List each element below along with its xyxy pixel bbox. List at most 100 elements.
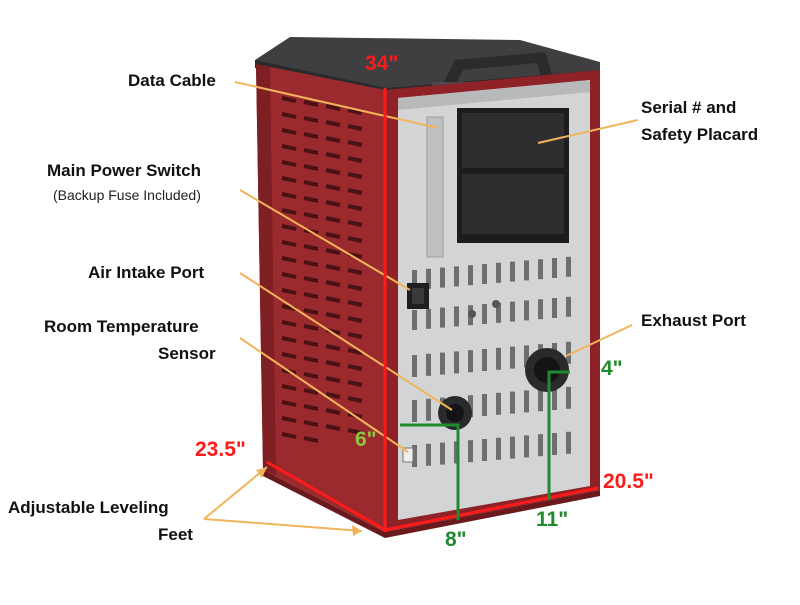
back-vent-slot (496, 347, 501, 370)
back-vent-slot (496, 302, 501, 323)
side-vent-slot (325, 152, 341, 159)
side-vent-slot (325, 120, 341, 127)
side-vent-slot (347, 204, 363, 211)
side-vent-slot (347, 300, 363, 307)
side-vent-slot (303, 420, 319, 427)
back-vent-slot (412, 355, 417, 377)
side-vent-slot (347, 172, 363, 179)
back-vent-slot (412, 270, 417, 290)
air-intake-leader (239, 272, 453, 411)
green-dimension-lines (400, 370, 570, 520)
dimension-intake-height: 8" (445, 528, 467, 551)
back-vent-slot (482, 439, 487, 461)
label-serial: Serial # and (641, 98, 737, 117)
back-vent-slot (510, 391, 515, 414)
back-vent-slot (538, 259, 543, 280)
dimension-intake-diameter: 6" (355, 428, 377, 451)
data-cable-leader (234, 81, 439, 129)
label-safety-placard: Safety Placard (641, 125, 759, 144)
side-vent-slot (303, 308, 319, 315)
exhaust-dimension (547, 370, 570, 500)
side-vent-slot (303, 116, 319, 123)
back-vent-slot (440, 307, 445, 328)
back-vent-slot (524, 260, 529, 281)
side-vent-slot (281, 432, 297, 439)
back-vent-slot (426, 353, 431, 376)
side-vent-slot (347, 236, 363, 243)
back-vent-slot (412, 310, 417, 330)
side-vent-slot (347, 108, 363, 115)
panel-hole (468, 310, 476, 318)
side-vent-slot (281, 352, 297, 359)
dimension-width: 20.5" (603, 470, 654, 493)
back-vent-slot (566, 296, 571, 317)
back-vent-slot (496, 262, 501, 283)
side-vent-slot (303, 276, 319, 283)
side-vent-slot (281, 96, 297, 103)
side-vent-slot (281, 128, 297, 135)
back-vent-slot (524, 345, 529, 368)
back-vent-slot (552, 298, 557, 318)
back-panel-top (398, 80, 590, 110)
back-vent-slot (510, 346, 515, 369)
side-vent-slot (347, 428, 363, 435)
back-vent-slot (524, 300, 529, 321)
side-vent-slot (303, 292, 319, 299)
stove-base (263, 470, 600, 538)
leveling-leader-1 (203, 466, 268, 520)
dimension-exhaust-diameter: 4" (601, 357, 623, 380)
side-vent-slot (303, 244, 319, 251)
back-vent-slot (440, 267, 445, 288)
side-vent-slot (303, 164, 319, 171)
side-vent-slot (281, 416, 297, 423)
label-backup-fuse: (Backup Fuse Included) (53, 187, 201, 203)
back-vent-slot (524, 435, 529, 458)
back-vent-slot (538, 299, 543, 320)
side-vent-slot (281, 336, 297, 343)
side-vent-slot (281, 208, 297, 215)
side-vent-slot (281, 192, 297, 199)
back-vent-slot (552, 258, 557, 278)
back-vent-slot (482, 264, 487, 284)
side-vent-slot (325, 392, 341, 399)
back-vent-slot (482, 394, 487, 416)
side-vent-slot (303, 436, 319, 443)
side-vent-slot (303, 260, 319, 267)
side-vent-slot (325, 408, 341, 415)
side-vent-slot (325, 264, 341, 271)
side-vent-slot (325, 424, 341, 431)
side-vent-slot (281, 400, 297, 407)
side-vent-slot (347, 124, 363, 131)
side-vent-slot (281, 112, 297, 119)
side-vent-slot (347, 284, 363, 291)
side-vent-slot (303, 180, 319, 187)
back-vent-slot (426, 268, 431, 289)
side-vent-slot (347, 268, 363, 275)
side-vent-slot (281, 144, 297, 151)
side-vent-slot (303, 340, 319, 347)
back-vent-slot (426, 308, 431, 329)
side-vent-slot (281, 272, 297, 279)
side-vent-slot (325, 200, 341, 207)
side-vent-slot (325, 360, 341, 367)
callout-lines (203, 81, 639, 532)
side-vent-slot (325, 216, 341, 223)
side-vent-slot (325, 312, 341, 319)
power-switch-leader (239, 189, 411, 291)
label-feet: Feet (158, 525, 193, 544)
side-vent-slot (325, 232, 341, 239)
side-vent-slot (347, 396, 363, 403)
side-vent-slot (347, 140, 363, 147)
back-vent-slot (440, 352, 445, 375)
label-main-power-switch: Main Power Switch (47, 161, 201, 180)
back-vent-slot (468, 265, 473, 286)
side-vent-slot (281, 240, 297, 247)
back-vent-slot (524, 390, 529, 413)
exhaust-leader (565, 324, 633, 357)
back-vent-slot (566, 431, 571, 454)
back-vent-slot (510, 261, 515, 282)
back-vent-slot (454, 266, 459, 287)
back-vent-slot (412, 445, 417, 467)
dimension-height: 34" (365, 52, 399, 75)
side-vent-slot (281, 224, 297, 231)
